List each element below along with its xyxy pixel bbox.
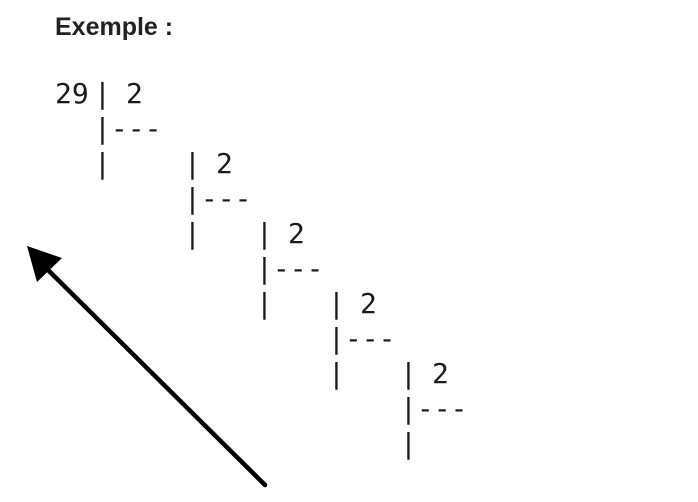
dividend: 29 [55, 77, 89, 110]
division-bar: | [328, 287, 345, 320]
division-bar: | [400, 427, 417, 460]
division-rule: |--- [184, 182, 252, 215]
division-bar: | [94, 147, 111, 180]
divisor: 2 [126, 77, 143, 110]
division-bar: | [184, 217, 201, 250]
division-rule: |--- [256, 252, 324, 285]
division-rule: |--- [328, 322, 396, 355]
division-bar: | [184, 147, 201, 180]
divisor: 2 [288, 217, 305, 250]
divisor: 2 [432, 357, 449, 390]
divisor: 2 [360, 287, 377, 320]
division-bar: | [94, 77, 111, 110]
division-bar: | [256, 287, 273, 320]
division-bar: | [256, 217, 273, 250]
division-bar: | [400, 357, 417, 390]
divisor: 2 [216, 147, 233, 180]
division-rule: |--- [400, 392, 468, 425]
division-bar: | [328, 357, 345, 390]
division-rule: |--- [94, 112, 162, 145]
example-heading: Exemple : [55, 13, 174, 41]
